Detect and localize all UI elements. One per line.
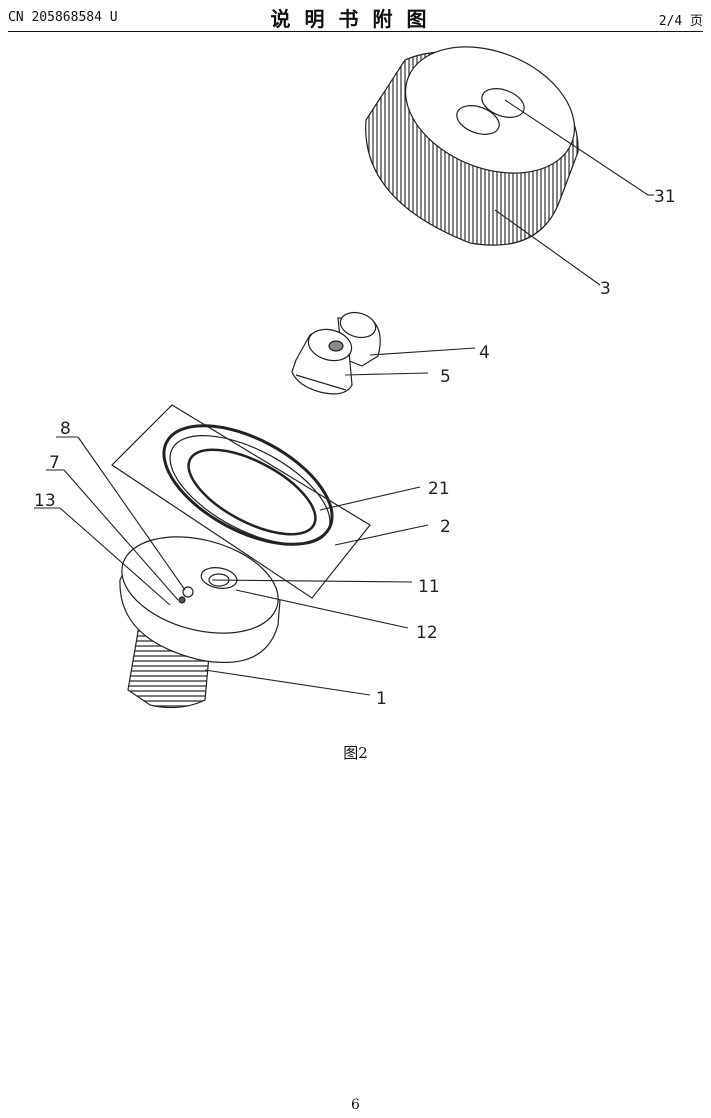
label-21: 21 (428, 479, 450, 499)
label-3: 3 (600, 279, 611, 299)
header-rule (8, 31, 703, 32)
knurled-cap (365, 46, 579, 246)
label-7: 7 (49, 453, 60, 473)
label-8: 8 (60, 419, 71, 439)
page-number: 6 (351, 1097, 360, 1113)
label-4: 4 (479, 343, 490, 363)
header-title: 说明书附图 (270, 7, 441, 31)
figure-caption: 图2 (343, 744, 368, 762)
page-header: CN 205868584 U 说明书附图 2/4 页 (0, 0, 711, 32)
label-12: 12 (416, 623, 438, 643)
part-labels: 31 3 4 5 8 7 13 21 2 11 12 1 (34, 187, 676, 709)
threaded-base (119, 536, 281, 709)
label-5: 5 (440, 367, 451, 387)
publication-number: CN 205868584 U (8, 10, 118, 25)
label-31: 31 (654, 187, 676, 207)
label-11: 11 (418, 577, 440, 597)
seal-ring (111, 404, 371, 599)
label-2: 2 (440, 517, 451, 537)
label-1: 1 (376, 689, 387, 709)
leader-lines (34, 99, 654, 696)
valve-core-parts (291, 311, 381, 395)
label-13: 13 (34, 491, 56, 511)
page-indicator: 2/4 页 (658, 14, 703, 29)
